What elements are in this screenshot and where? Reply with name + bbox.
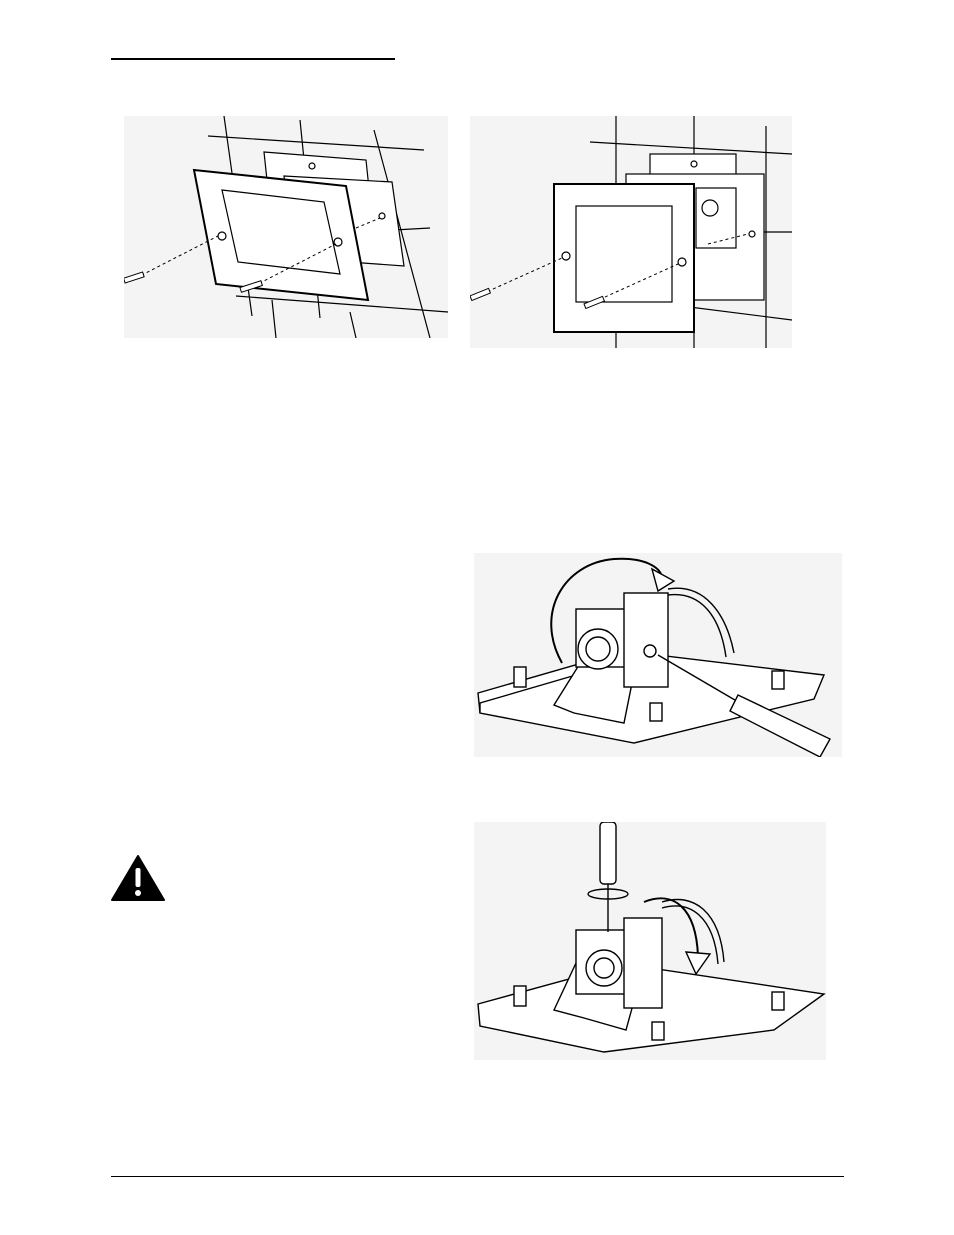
faceplate-install-angled-figure <box>124 116 448 338</box>
footer-rule <box>111 1176 844 1177</box>
camera-pan-adjust-figure <box>474 553 842 757</box>
faceplate-install-front-figure <box>470 116 792 348</box>
camera-tilt-adjust-figure <box>474 822 826 1060</box>
screwdriver-camera-diagram <box>474 822 826 1060</box>
faceplate-exploded-diagram <box>470 116 792 348</box>
warning-triangle-icon <box>110 854 166 902</box>
header-rule <box>111 58 395 60</box>
screwdriver-camera-diagram <box>474 553 842 757</box>
faceplate-exploded-diagram <box>124 116 448 338</box>
